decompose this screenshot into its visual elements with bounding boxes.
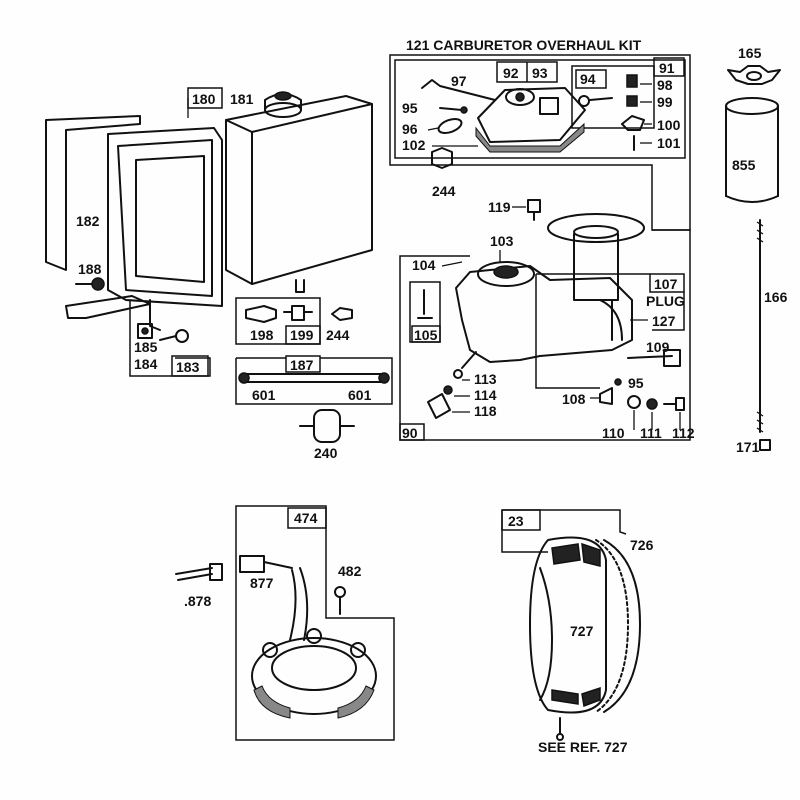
label-171: 171 [736,439,760,455]
label-118: 118 [474,403,497,419]
label-96: 96 [402,121,418,137]
alternator-group: 474 877 .878 482 [175,505,395,741]
fuel-line-group: 187 601 601 240 [235,355,393,461]
label-166: 166 [764,289,788,305]
carburetor-body [455,265,633,363]
part-474-stator [251,637,377,715]
diaphragm [547,213,645,243]
label-474: 474 [294,510,318,526]
label-102: 102 [402,137,426,153]
label-127: 127 [652,313,676,329]
label-244-upper: 244 [432,183,456,199]
label-plug: PLUG [646,293,685,309]
label-184: 184 [134,356,158,372]
label-105: 105 [414,327,438,343]
label-112: 112 [672,425,695,441]
carburetor-upper-body [477,87,586,143]
label-187: 187 [290,357,314,373]
label-183: 183 [176,359,200,375]
label-482: 482 [338,563,362,579]
label-240: 240 [314,445,338,461]
kit-frame [389,54,691,231]
part-165-nut [727,65,781,85]
label-107: 107 [654,276,678,292]
right-column-parts: 165 855 166 171 [725,45,788,455]
label-92: 92 [503,65,519,81]
part-855-sleeve [725,97,779,115]
part-726-ring-gear [603,539,641,713]
label-185: 185 [134,339,158,355]
label-91: 91 [659,60,675,76]
label-110: 110 [602,425,625,441]
label-100: 100 [657,117,681,133]
label-601-left: 601 [252,387,276,403]
alternator-frame [235,505,395,741]
carburetor-frame [399,229,691,441]
carburetor-kit-group: 121 CARBURETOR OVERHAUL KIT 92 93 94 91 … [389,37,691,231]
label-95-kit: 95 [402,100,418,116]
label-114: 114 [474,387,497,403]
label-878: .878 [184,593,211,609]
part-877-connector [239,555,265,573]
label-101: 101 [657,135,681,151]
label-119: 119 [488,199,511,215]
kit-title: 121 CARBURETOR OVERHAUL KIT [406,37,642,53]
label-601-right: 601 [348,387,372,403]
part-878-lead [175,567,213,581]
label-111: 111 [640,425,662,441]
label-93: 93 [532,65,548,81]
label-165: 165 [738,45,762,61]
label-109: 109 [646,339,670,355]
part-187-fuel-line [245,373,385,383]
label-see-ref-727: SEE REF. 727 [538,739,628,755]
fuel-tank-body [225,95,373,285]
fuel-fittings: 198 199 244 244 244 [235,147,456,345]
label-103: 103 [490,233,514,249]
part-198-fitting [245,305,277,323]
label-95-carb: 95 [628,375,644,391]
label-98: 98 [657,77,673,93]
label-198: 198 [250,327,274,343]
kit-inner-box [394,59,686,159]
label-94: 94 [580,71,596,87]
flywheel-group: 23 726 727 SEE REF. 727 [501,509,654,755]
label-188: 188 [78,261,102,277]
carburetor-assembly-group: 90 119 103 104 105 107 PLUG 127 109 [399,199,695,441]
label-99: 99 [657,94,673,110]
label-726: 726 [630,537,654,553]
part-181-cap [264,102,302,118]
label-727: 727 [570,623,594,639]
label-199: 199 [290,327,314,343]
label-855: 855 [732,157,756,173]
part-182-bracket [45,115,141,271]
label-90: 90 [402,425,418,441]
label-182: 182 [76,213,100,229]
label-113: 113 [474,371,497,387]
label-104: 104 [412,257,436,273]
part-727-flywheel [529,536,607,714]
label-244-lower: 244 [326,327,350,343]
label-108: 108 [562,391,586,407]
label-180: 180 [192,91,216,107]
label-23: 23 [508,513,524,529]
label-97: 97 [451,73,467,89]
label-181: 181 [230,91,254,107]
label-877: 877 [250,575,274,591]
fuel-tank-group: 180 181 182 188 183 185 184 [45,87,373,377]
